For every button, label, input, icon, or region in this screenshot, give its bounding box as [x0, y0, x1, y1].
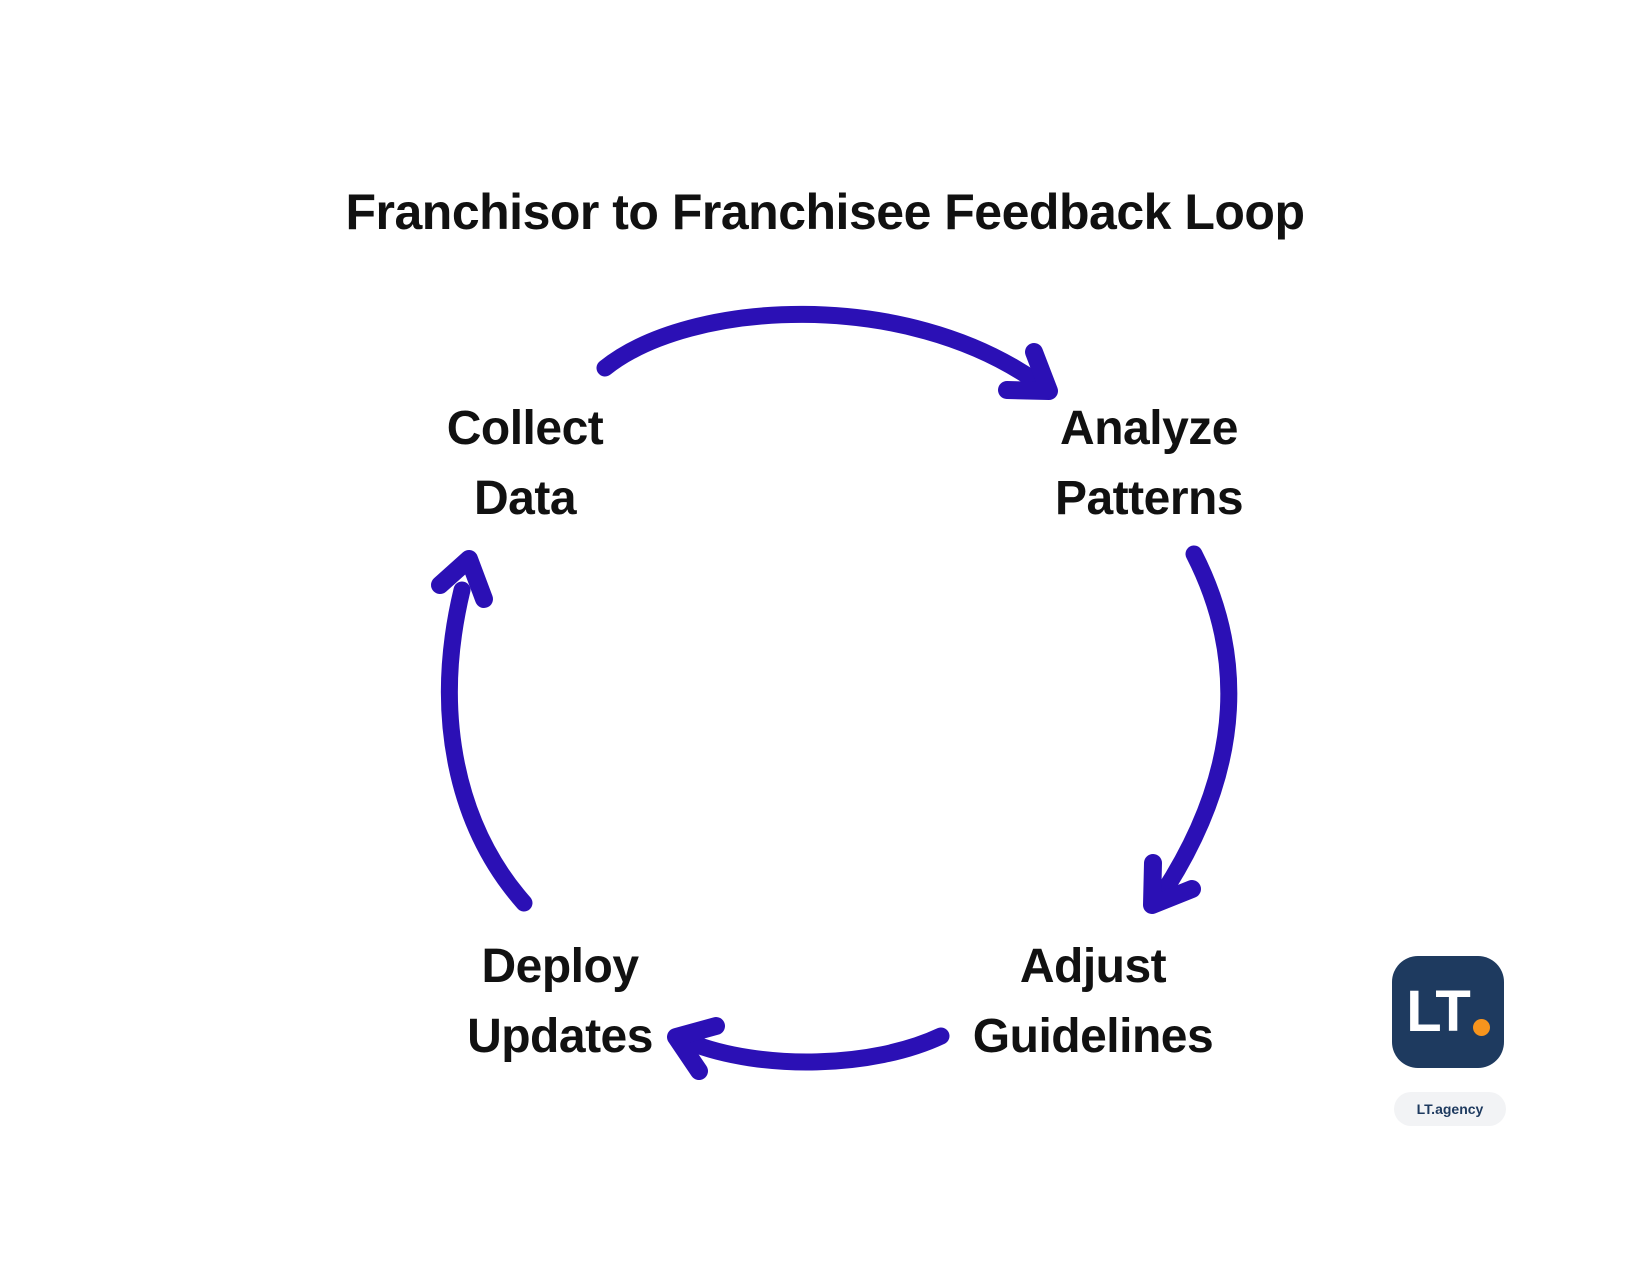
node-label-line: Guidelines	[972, 1010, 1214, 1063]
lt-logo-text: LT	[1406, 983, 1490, 1041]
arrow-deploy-to-collect-shaft	[441, 581, 533, 912]
arrow-deploy-to-collect-head-icon	[431, 550, 493, 608]
node-label-line: Adjust	[1019, 940, 1167, 993]
node-label-line: Patterns	[1054, 472, 1244, 525]
logo-dot-icon	[1472, 1019, 1490, 1036]
arrow-adjust-to-deploy-shaft	[680, 1027, 950, 1071]
brand-tagline: LT.agency	[1416, 1101, 1484, 1117]
lt-logo: LT	[1392, 956, 1504, 1068]
node-label-line: Data	[473, 472, 577, 525]
node-label-line: Analyze	[1060, 402, 1238, 455]
lt-logo-initials: LT	[1406, 979, 1471, 1044]
node-label-adjust-guidelines: Adjust Guidelines	[943, 932, 1243, 1072]
arrow-analyze-to-adjust-head-icon	[1143, 854, 1201, 914]
arrow-adjust-to-deploy-head-icon	[667, 1017, 725, 1080]
arrow-collect-to-analyze	[596, 305, 1058, 400]
node-label-collect-data: Collect Data	[375, 394, 675, 534]
arrow-collect-to-analyze-head-icon	[998, 343, 1058, 400]
brand-tagline-pill: LT.agency	[1394, 1092, 1506, 1126]
node-label-line: Collect	[446, 402, 604, 455]
arrow-analyze-to-adjust-shaft	[1154, 545, 1238, 902]
page-title: Franchisor to Franchisee Feedback Loop	[345, 184, 1305, 240]
arrow-collect-to-analyze-shaft	[596, 305, 1047, 392]
arrow-adjust-to-deploy	[667, 1017, 950, 1080]
arrow-analyze-to-adjust	[1143, 545, 1238, 914]
arrow-deploy-to-collect	[431, 550, 533, 912]
node-label-analyze-patterns: Analyze Patterns	[999, 394, 1299, 534]
node-label-deploy-updates: Deploy Updates	[410, 932, 710, 1072]
node-label-line: Deploy	[481, 940, 639, 993]
node-label-line: Updates	[467, 1010, 653, 1063]
